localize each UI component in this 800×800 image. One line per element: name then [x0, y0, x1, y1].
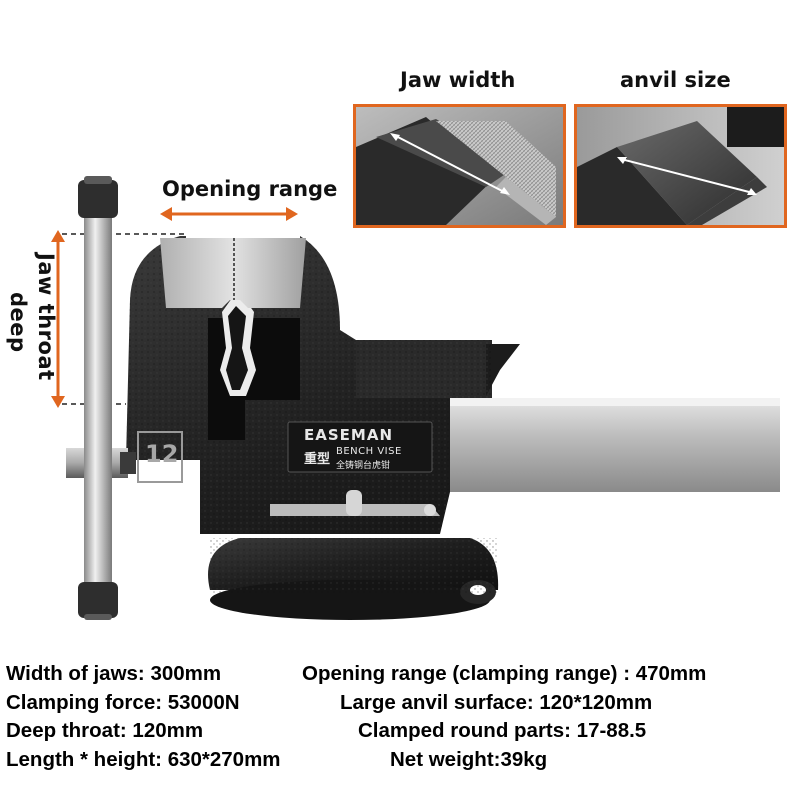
brand-cn-mark: 重型 [304, 452, 331, 467]
jaw-plate [160, 238, 306, 308]
size-mark: 12 [145, 440, 179, 468]
jaw-throat-arrow [51, 230, 65, 408]
jaw-width-label: Jaw width [400, 68, 516, 92]
brand-subtitle: BENCH VISE [336, 446, 402, 457]
vise-handle [78, 176, 118, 620]
swivel-lock-lever [270, 490, 440, 516]
spec-row: Length * height: 630*270mm Net weight:39… [6, 748, 796, 777]
anvil-size-label: anvil size [620, 68, 731, 92]
spec-clamped-round-parts: Clamped round parts: 17-88.5 [358, 719, 647, 742]
brand-cn-sub: 全铸钢台虎钳 [336, 461, 391, 471]
size-medallion [137, 431, 183, 483]
spec-width-of-jaws: Width of jaws: 300mm [6, 662, 222, 685]
spec-list: Width of jaws: 300mm Opening range (clam… [6, 662, 796, 776]
spec-anvil-surface: Large anvil surface: 120*120mm [340, 690, 653, 714]
spec-row: Width of jaws: 300mm Opening range (clam… [6, 662, 796, 691]
brand-plate [287, 421, 433, 473]
spec-length-height: Length * height: 630*270mm [6, 747, 281, 771]
spec-net-weight: Net weight:39kg [390, 747, 548, 771]
jaw-throat-label: Jaw throat [34, 253, 58, 381]
spec-row: Deep throat: 120mm Clamped round parts: … [6, 719, 796, 748]
spec-deep-throat: Deep throat: 120mm [6, 719, 204, 742]
spec-opening-range: Opening range (clamping range) : 470mm [302, 662, 707, 685]
spec-clamping-force: Clamping force: 53000N [6, 690, 240, 714]
jaw-throat-label-deep: deep [6, 292, 30, 353]
opening-range-label: Opening range [162, 177, 338, 201]
bench-vise-illustration [51, 176, 780, 620]
anvil-size-inset [574, 104, 787, 228]
opening-range-arrow [160, 207, 298, 221]
swivel-base [208, 538, 499, 620]
anvil-illustration [577, 107, 784, 225]
jaw-width-inset [353, 104, 566, 228]
jaw-width-illustration [356, 107, 563, 225]
spec-row: Clamping force: 53000N Large anvil surfa… [6, 691, 796, 720]
brand-logo: EASEMAN [304, 426, 393, 444]
